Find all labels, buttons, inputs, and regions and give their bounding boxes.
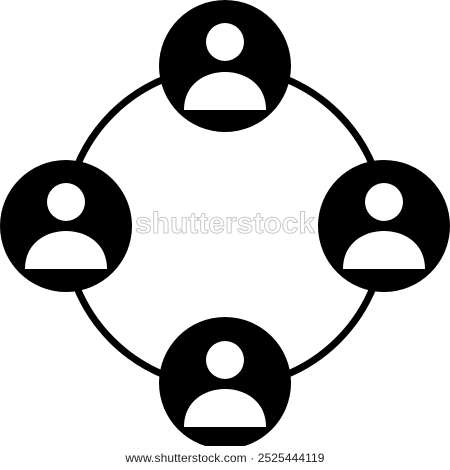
node-circle-icon [159,317,291,449]
node-circle-icon [159,0,291,132]
node-circle-icon [0,160,132,292]
person-body-icon [184,389,266,427]
person-head-icon [365,183,403,221]
person-node-right [318,160,450,292]
person-head-icon [206,341,244,379]
person-body-icon [184,72,266,110]
person-node-top [159,0,291,132]
node-circle-icon [318,160,450,292]
person-node-bottom [159,317,291,449]
person-body-icon [343,231,425,269]
person-node-left [0,160,132,292]
person-head-icon [206,23,244,61]
watermark-caption-bar: www.shutterstock.com · 2525444119 [0,446,450,470]
watermark-caption: www.shutterstock.com · 2525444119 [125,451,325,465]
person-head-icon [47,183,85,221]
person-body-icon [25,231,107,269]
